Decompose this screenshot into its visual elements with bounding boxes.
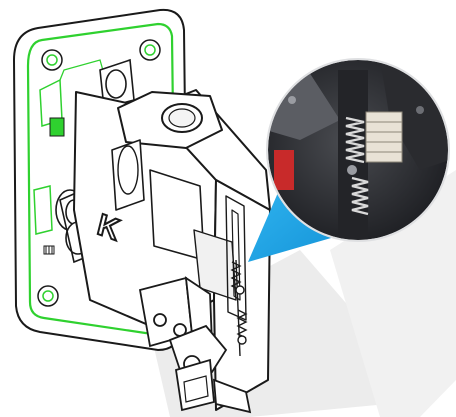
pcb-bracket-lower [33,185,53,235]
zoom-spring-lower [351,176,369,216]
zoom-spring-upper [345,116,365,164]
coin-exit-chute [174,358,252,414]
zoom-callout-pointer [248,188,338,262]
mounting-hole-bottom-left [37,285,59,307]
solenoid-motor [138,276,228,377]
side-spring [230,259,248,357]
mounting-hole-top-right [139,39,161,61]
mounting-hole-top-left [41,49,63,71]
pcb-connector [49,117,65,137]
zoom-detail-circle [266,58,450,242]
zoom-connector-block [365,111,403,163]
zoom-red-part [274,150,294,190]
coin-acceptor-body [73,89,271,411]
